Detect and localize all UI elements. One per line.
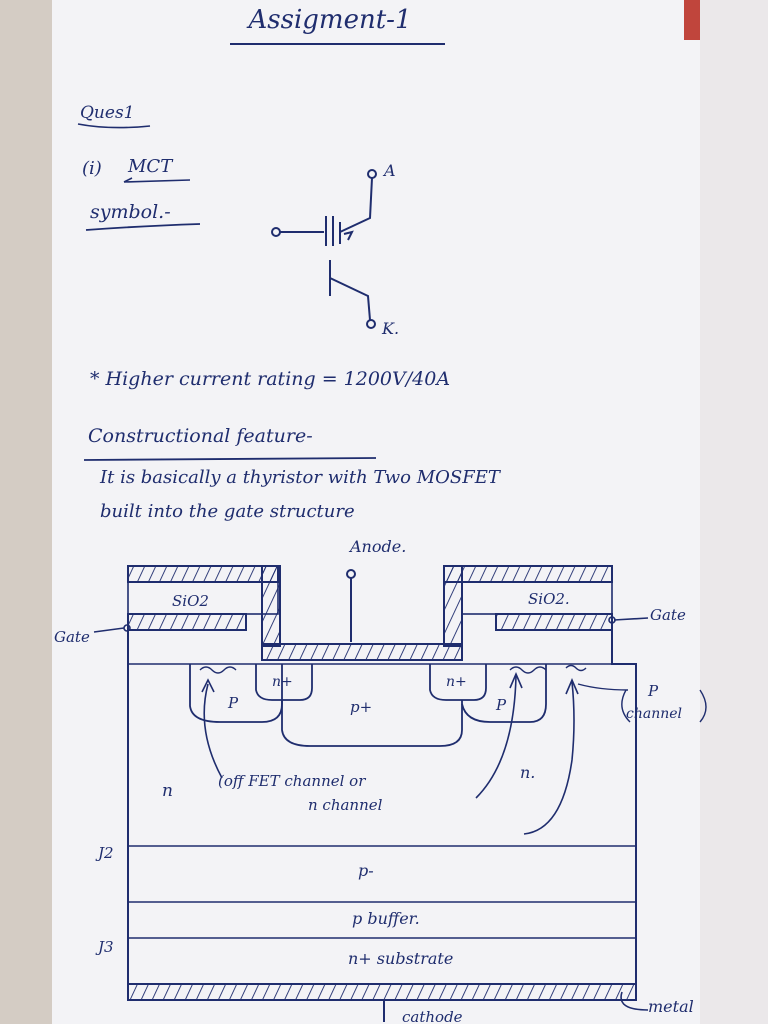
metal-leader (620, 991, 649, 1011)
gate-right-terminal-icon (608, 616, 616, 624)
terminal-a-label: A (382, 161, 396, 180)
anode-lead (339, 177, 373, 233)
n-right-label: n. (520, 763, 535, 782)
p-region-right (461, 664, 547, 723)
off-fet-label-1: (off FET channel or (218, 772, 366, 790)
metal-label: metal (648, 997, 694, 1016)
p-buffer-label: p buffer. (352, 909, 420, 928)
channel-mark-far-right (565, 664, 587, 672)
channel-mark-left (199, 666, 237, 674)
mct-symbol (271, 169, 377, 329)
page-title: Assigment-1 (247, 5, 412, 35)
recess-wall-right (443, 565, 463, 647)
off-fet-arrow-right (475, 675, 517, 799)
anode-metal-right (443, 565, 613, 583)
j3-label: J3 (95, 938, 114, 956)
terminal-k-label: K. (381, 319, 399, 338)
symbol-heading: symbol.- (90, 201, 171, 223)
p-right-label: P (495, 696, 507, 714)
p-channel-label-2: channel (626, 706, 682, 722)
off-fet-label-2: n channel (308, 796, 383, 814)
sio2-right-label: SiO2. (528, 590, 570, 608)
j2-label: J2 (95, 844, 114, 862)
sio2-left-label: SiO2 (172, 592, 209, 610)
arrow-icon (343, 230, 354, 241)
page-right-margin (700, 0, 768, 1024)
gate-metal-right (495, 613, 613, 631)
pplus-label: p+ (350, 698, 372, 716)
part-title: MCT (127, 156, 174, 177)
description-line-1: It is basically a thyristor with Two MOS… (99, 467, 502, 488)
constructional-heading: Constructional feature- (88, 425, 313, 447)
p-channel-leader (577, 683, 629, 691)
p-left-label: P (227, 694, 239, 712)
description-line-2: built into the gate structure (100, 501, 355, 522)
cathode-label: cathode (402, 1008, 463, 1024)
rating-line: * Higher current rating = 1200V/40A (90, 368, 450, 390)
gate-right-lead (613, 617, 649, 621)
gate-metal-left (127, 613, 247, 631)
pplus-region (281, 700, 463, 747)
anode-label: Anode. (348, 537, 406, 556)
arrow-head-left-icon (201, 678, 215, 693)
gate-left-lead (93, 627, 125, 633)
channel-mark-right (509, 666, 547, 674)
nplus-region-left (255, 664, 313, 701)
question-underline (77, 123, 151, 129)
arrow-head-right-icon (509, 671, 523, 689)
cathode-lead (329, 277, 371, 321)
recess-wall-left (261, 565, 281, 647)
n-left-label: n (162, 781, 173, 801)
p-channel-label-1: P (647, 682, 659, 700)
question-label: Ques1 (80, 103, 135, 123)
nplus-region-right (429, 664, 487, 701)
constructional-underline (83, 457, 377, 461)
p-channel-brackets (621, 689, 707, 723)
p-minus-label: p- (358, 861, 374, 880)
silicon-body-outline (127, 630, 637, 985)
cathode-terminal-icon (366, 319, 376, 329)
n-substrate-label: n+ substrate (348, 949, 453, 968)
nplus-right-label: n+ (446, 674, 467, 690)
anode-metal-bottom (261, 643, 463, 661)
part-underline (123, 177, 191, 183)
p-region-left (189, 664, 283, 723)
symbol-underline (85, 223, 201, 231)
p-channel-arrow (523, 681, 575, 835)
gate-left-label: Gate (54, 628, 90, 646)
cathode-metal (127, 983, 637, 1001)
mct-cross-section: Anode. SiO2 SiO2. Gate Gate P n+ p (54, 537, 707, 1024)
anode-metal-left (127, 565, 279, 583)
off-fet-arrow-left (203, 683, 223, 779)
arrow-head-pchannel-icon (565, 677, 579, 695)
anode-terminal-icon (367, 169, 377, 179)
paper-sheet (52, 0, 768, 1024)
gate-right-label: Gate (650, 606, 686, 624)
part-number: (i) (82, 158, 102, 179)
nplus-left-label: n+ (272, 674, 293, 690)
